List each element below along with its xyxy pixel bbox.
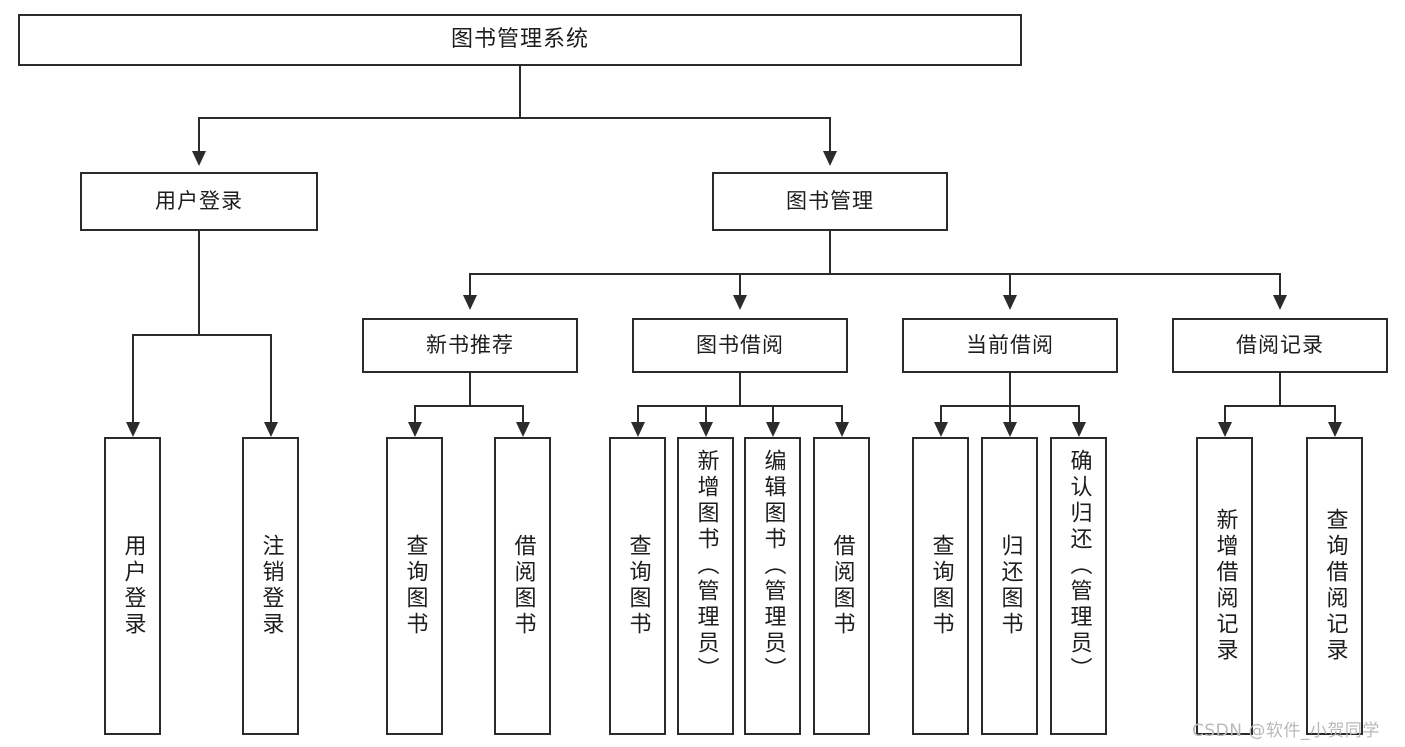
arrowhead-borrow-record-to-leaf-2 [1328,422,1342,437]
connector-user-login-to-leaf-1 [132,334,134,422]
connector-root-stem [519,66,521,117]
node-label: 图书管理 [786,189,874,214]
node-label: 注销登录 [258,534,284,638]
connector-book-manage-stem [829,231,831,273]
leaf-add-borrow-record[interactable]: 新增借阅记录 [1196,437,1253,735]
connector-borrow-record-to-leaf-2 [1334,405,1336,422]
connector-book-borrow-stem [739,373,741,405]
arrowhead-book-manage-to-book-borrow [733,295,747,310]
node-label: 新增图书（管理员） [693,449,719,683]
node-user-login[interactable]: 用户登录 [80,172,318,231]
node-new-book-recommend[interactable]: 新书推荐 [362,318,578,373]
connector-new-book-to-leaf-1 [414,405,416,422]
connector-root-to-user-login [198,117,200,151]
connector-book-manage-to-book-borrow [739,273,741,295]
leaf-query-book-new-recommend[interactable]: 查询图书 [386,437,443,735]
arrowhead-user-login-to-leaf-2 [264,422,278,437]
leaf-query-book-borrow[interactable]: 查询图书 [609,437,666,735]
arrowhead-current-borrow-to-leaf-1 [934,422,948,437]
node-label: 借阅图书 [510,534,536,638]
arrowhead-user-login-to-leaf-1 [126,422,140,437]
leaf-query-borrow-record[interactable]: 查询借阅记录 [1306,437,1363,735]
arrowhead-book-borrow-to-leaf-2 [699,422,713,437]
node-label: 查询图书 [625,534,651,638]
connector-borrow-record-to-leaf-1 [1224,405,1226,422]
connector-book-borrow-to-leaf-3 [772,405,774,422]
connector-borrow-record-stem [1279,373,1281,405]
node-label: 新增借阅记录 [1212,508,1238,664]
node-label: 查询图书 [928,534,954,638]
node-book-borrow[interactable]: 图书借阅 [632,318,848,373]
node-label: 归还图书 [997,534,1023,638]
connector-book-borrow-to-leaf-4 [841,405,843,422]
leaf-user-logout[interactable]: 注销登录 [242,437,299,735]
arrowhead-current-borrow-to-leaf-3 [1072,422,1086,437]
connector-book-borrow-to-leaf-2 [705,405,707,422]
arrowhead-book-borrow-to-leaf-4 [835,422,849,437]
leaf-add-book-admin[interactable]: 新增图书（管理员） [677,437,734,735]
connector-book-manage-to-borrow-record [1279,273,1281,295]
node-current-borrow[interactable]: 当前借阅 [902,318,1118,373]
connector-book-manage-bus [469,273,1281,275]
connector-current-borrow-to-leaf-1 [940,405,942,422]
node-root-book-management-system[interactable]: 图书管理系统 [18,14,1022,66]
leaf-confirm-return-admin[interactable]: 确认归还（管理员） [1050,437,1107,735]
leaf-edit-book-admin[interactable]: 编辑图书（管理员） [744,437,801,735]
node-label: 用户登录 [120,534,146,638]
connector-current-borrow-to-leaf-2 [1009,405,1011,422]
connector-borrow-record-bus [1224,405,1336,407]
node-label: 借阅图书 [829,534,855,638]
arrowhead-book-manage-to-current-borrow [1003,295,1017,310]
connector-user-login-bus [132,334,272,336]
arrowhead-borrow-record-to-leaf-1 [1218,422,1232,437]
arrowhead-book-borrow-to-leaf-3 [766,422,780,437]
connector-new-book-stem [469,373,471,405]
node-label: 用户登录 [155,189,243,214]
connector-root-to-book-manage [829,117,831,151]
arrowhead-book-manage-to-new-book [463,295,477,310]
connector-book-manage-to-current-borrow [1009,273,1011,295]
node-label: 编辑图书（管理员） [760,449,786,683]
connector-current-borrow-to-leaf-3 [1078,405,1080,422]
arrowhead-current-borrow-to-leaf-2 [1003,422,1017,437]
leaf-user-login[interactable]: 用户登录 [104,437,161,735]
node-label: 借阅记录 [1236,333,1324,358]
leaf-borrow-book-new-recommend[interactable]: 借阅图书 [494,437,551,735]
arrowhead-book-manage-to-borrow-record [1273,295,1287,310]
arrowhead-book-borrow-to-leaf-1 [631,422,645,437]
node-label: 当前借阅 [966,333,1054,358]
node-label: 确认归还（管理员） [1066,449,1092,683]
arrowhead-root-to-book-manage [823,151,837,166]
node-label: 图书借阅 [696,333,784,358]
connector-book-manage-to-new-book [469,273,471,295]
connector-user-login-stem [198,231,200,334]
connector-book-borrow-to-leaf-1 [637,405,639,422]
leaf-query-book-current[interactable]: 查询图书 [912,437,969,735]
node-label: 查询图书 [402,534,428,638]
arrowhead-new-book-to-leaf-2 [516,422,530,437]
connector-new-book-bus [414,405,524,407]
arrowhead-new-book-to-leaf-1 [408,422,422,437]
arrowhead-root-to-user-login [192,151,206,166]
leaf-return-book[interactable]: 归还图书 [981,437,1038,735]
connector-new-book-to-leaf-2 [522,405,524,422]
connector-user-login-to-leaf-2 [270,334,272,422]
node-borrow-record[interactable]: 借阅记录 [1172,318,1388,373]
node-label: 图书管理系统 [450,27,589,53]
connector-current-borrow-stem [1009,373,1011,405]
connector-root-bus [198,117,831,119]
node-label: 新书推荐 [426,333,514,358]
connector-book-borrow-bus [637,405,842,407]
leaf-borrow-book-borrow[interactable]: 借阅图书 [813,437,870,735]
node-book-manage[interactable]: 图书管理 [712,172,948,231]
node-label: 查询借阅记录 [1322,508,1348,664]
